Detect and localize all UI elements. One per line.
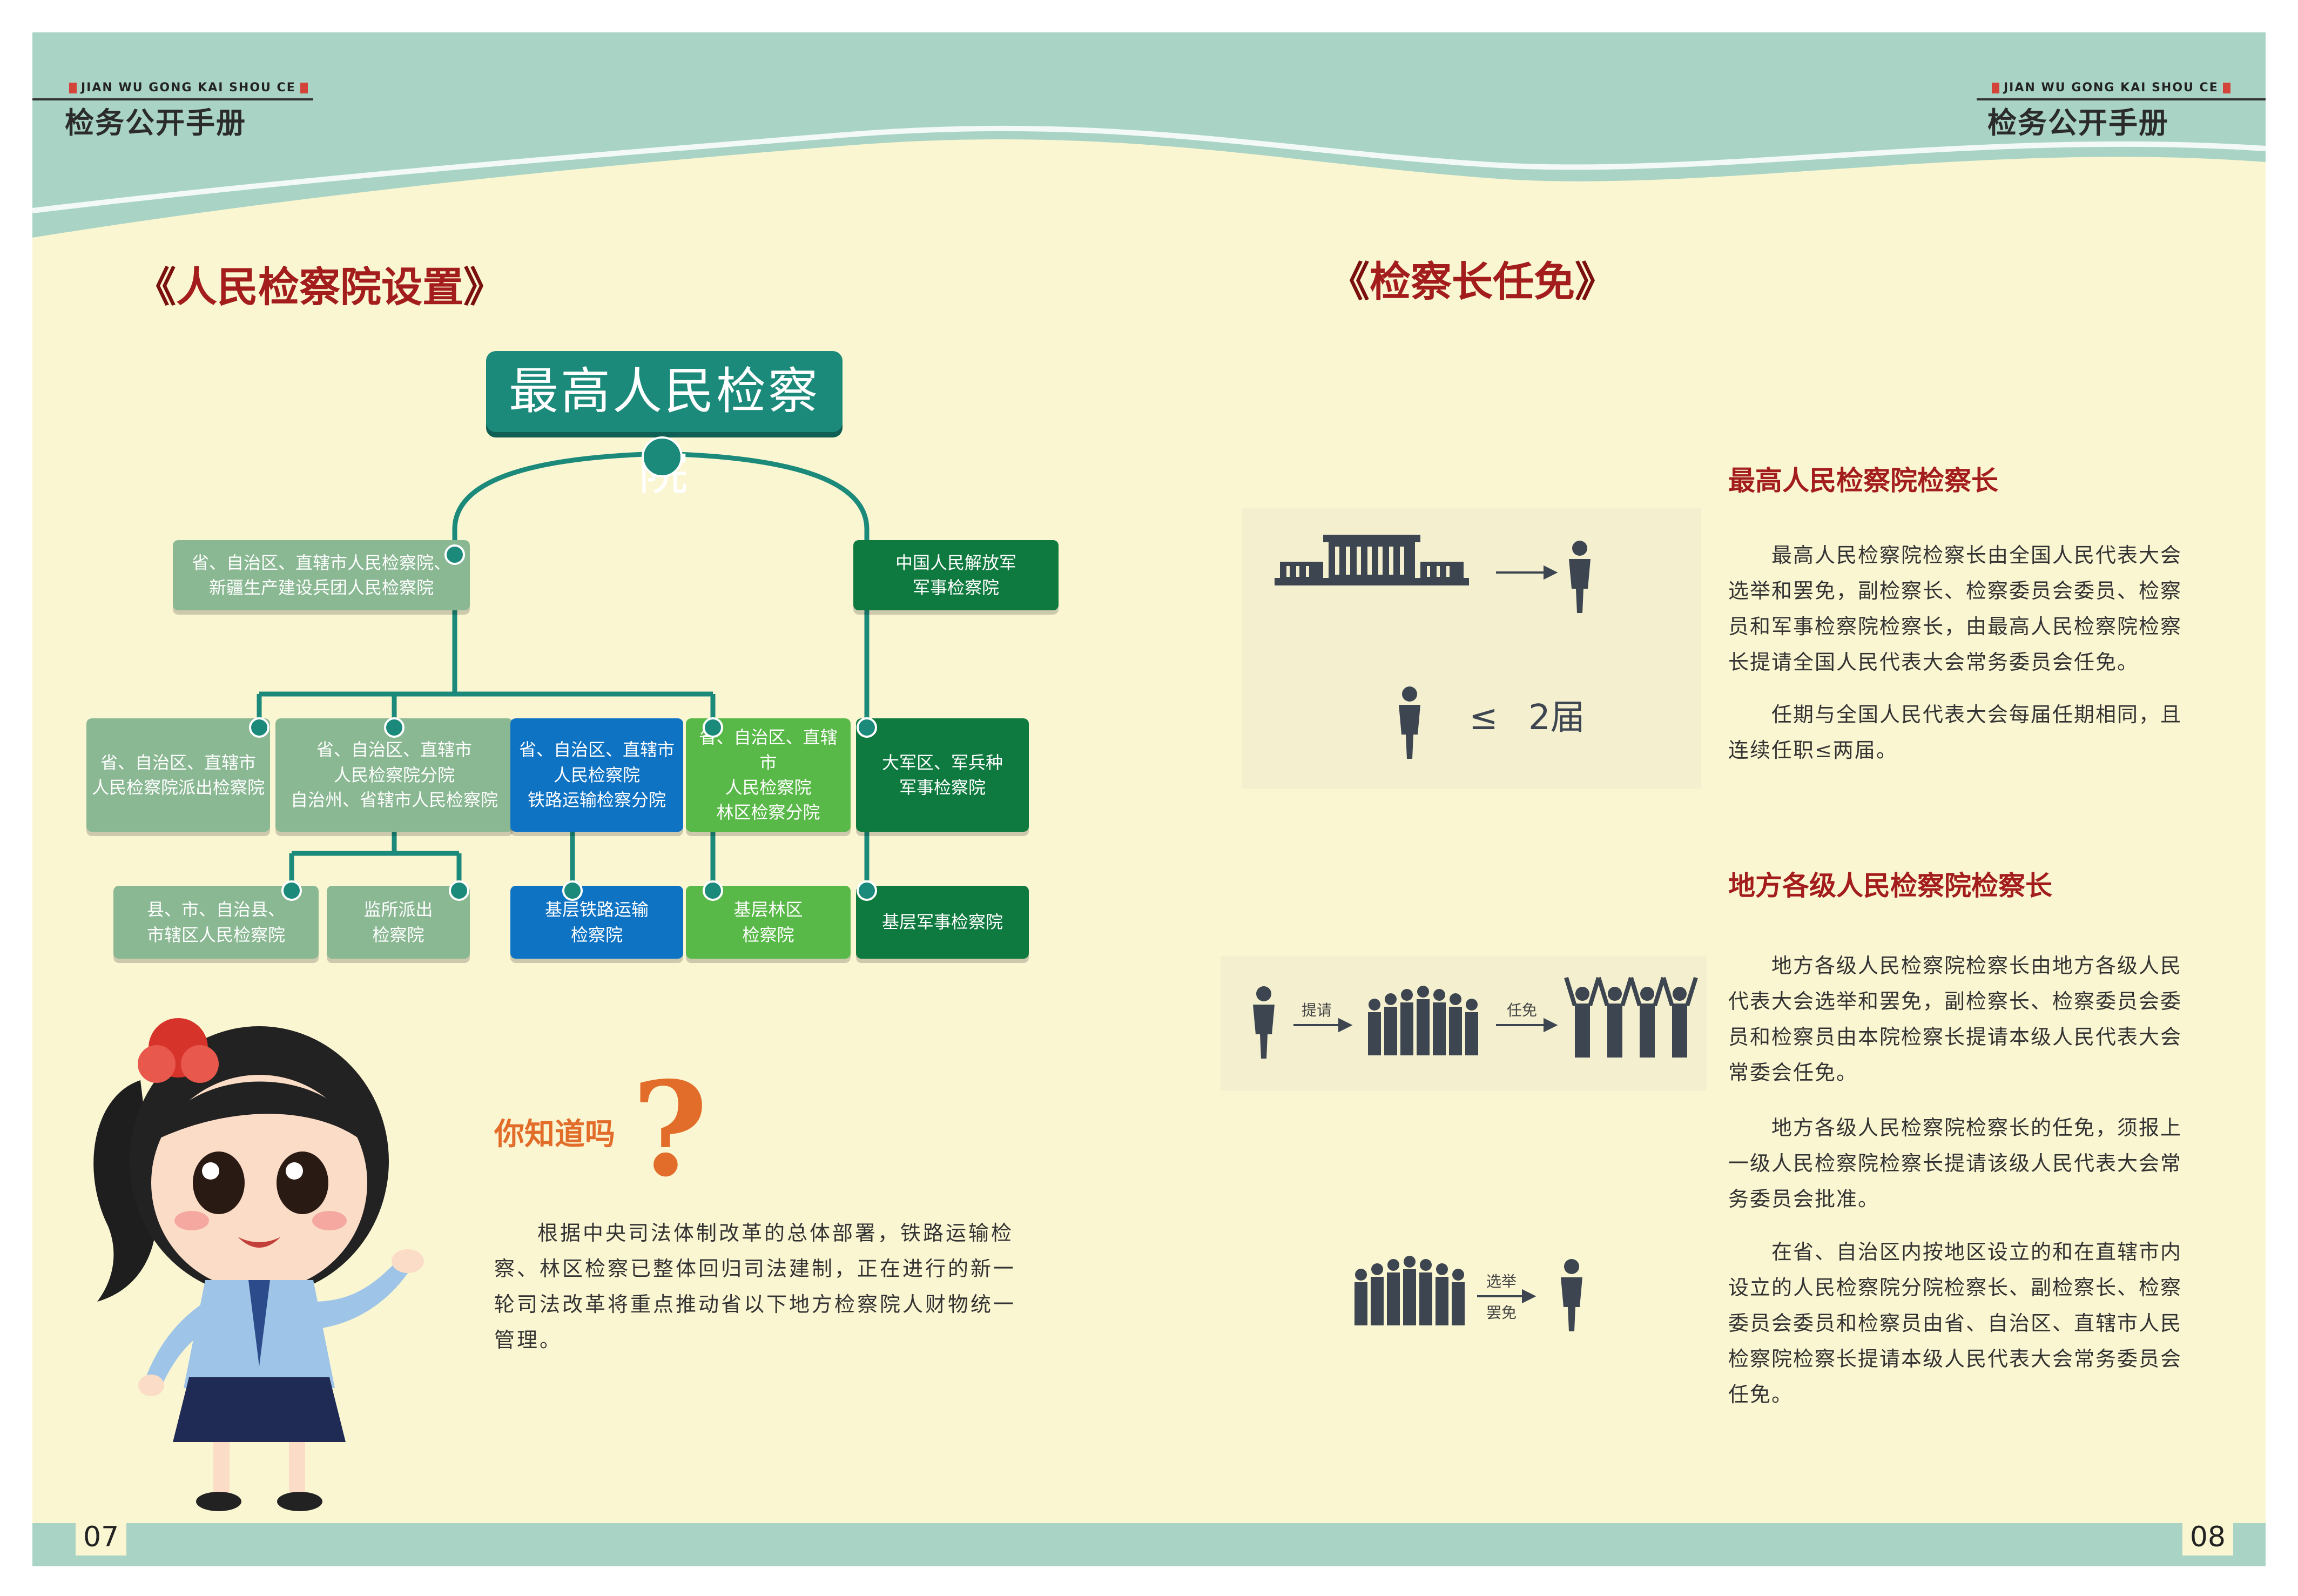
npc-building-icon: [1275, 535, 1469, 585]
page-number-left: 07: [76, 1519, 127, 1555]
org-military-region: 大军区、军兵种军事检察院: [856, 718, 1029, 832]
node-dot: [281, 880, 302, 901]
section-title-left: 《人民检察院设置》: [135, 263, 504, 311]
bracket-mark-icon: [2222, 83, 2230, 93]
heading-local: 地方各级人民检察院检察长: [1728, 870, 2052, 901]
person-icon: [1561, 1259, 1582, 1331]
local-para-1: 地方各级人民检察院检察长由地方各级人民 代表大会选举和罢免，副检察长、检察委员会…: [1728, 954, 2182, 1085]
org-provincial: 省、自治区、直辖市人民检察院、新疆生产建设兵团人民检察院: [173, 540, 470, 610]
node-dot: [857, 880, 877, 901]
page-number-right: 08: [2182, 1519, 2233, 1555]
heading-supreme: 最高人民检察院检察长: [1728, 464, 1998, 496]
org-basic-railway: 基层铁路运输检察院: [510, 886, 683, 959]
right-chevron-icon: 》: [1575, 258, 1616, 306]
right-chevron-icon: 》: [463, 263, 504, 311]
header-wave: [32, 32, 2266, 238]
node-dot: [857, 717, 877, 738]
person-icon: [1253, 986, 1275, 1059]
org-military: 中国人民解放军军事检察院: [853, 540, 1059, 610]
cheering-group-icon: [1575, 987, 1687, 1058]
node-dot: [449, 880, 469, 901]
supreme-para-2: 任期与全国人民代表大会每届任期相同，且 连续任职≤两届。: [1728, 703, 2182, 762]
diagram-supreme-appointment: ≤ 2届: [1275, 535, 1591, 759]
brand-pinyin: JIAN WU GONG KAI SHOU CE: [81, 81, 296, 95]
label-appoint: 任免: [1507, 1001, 1537, 1019]
org-basic-military: 基层军事检察院: [856, 886, 1029, 959]
brand-divider-right: [1977, 98, 2266, 100]
person-icon: [1569, 541, 1591, 613]
mascot-girl-illustration: [93, 1018, 424, 1511]
brand-title: 检务公开手册: [1987, 106, 2169, 140]
arrow-right-icon: [1496, 1018, 1558, 1033]
diagram-area-1: [1242, 508, 1701, 789]
org-dispatched: 省、自治区、直辖市人民检察院派出检察院: [86, 718, 270, 832]
term-less-equal: ≤: [1469, 698, 1498, 738]
section-title-right: 《检察长任免》: [1329, 258, 1616, 306]
org-prison: 监所派出检察院: [327, 886, 470, 959]
local-para-2: 地方各级人民检察院检察长的任免，须报上 一级人民检察院检察长提请该级人民代表大会…: [1728, 1116, 2182, 1211]
bracket-mark-icon: [69, 83, 77, 93]
label-remove: 罢免: [1486, 1304, 1517, 1322]
person-icon: [1399, 686, 1420, 759]
brand-title: 检务公开手册: [65, 106, 246, 140]
local-para-3: 在省、自治区内按地区设立的和在直辖市内 设立的人民检察院分院检察长、副检察长、检…: [1728, 1240, 2182, 1406]
node-dot: [444, 544, 465, 565]
label-nominate: 提请: [1302, 1001, 1332, 1019]
supreme-para-1: 最高人民检察院检察长由全国人民代表大会 选举和罢免，副检察长、检察委员会委员、检…: [1728, 543, 2182, 674]
node-dot: [642, 436, 683, 477]
node-dot: [384, 717, 405, 738]
left-chevron-icon: 《: [135, 263, 176, 311]
crowd-icon: [1368, 986, 1478, 1055]
node-dot: [703, 717, 723, 738]
label-elect: 选举: [1486, 1272, 1517, 1290]
org-top-supreme: 最高人民检察院: [486, 351, 843, 501]
crowd-icon: [1354, 1256, 1465, 1325]
arrow-right-icon: [1496, 565, 1558, 580]
did-you-know-title: 你知道吗: [494, 1116, 615, 1152]
org-railway-branch: 省、自治区、直辖市人民检察院铁路运输检察分院: [510, 718, 683, 832]
diagram-branch-election: 选举 罢免: [1354, 1256, 1582, 1331]
bracket-mark-icon: [300, 83, 308, 93]
node-dot: [562, 880, 583, 901]
brand-right: JIAN WU GONG KAI SHOU CE 检务公开手册: [1987, 81, 2235, 142]
org-chart-connectors: [257, 432, 870, 891]
footer-band: [32, 1523, 2266, 1566]
brand-left: JIAN WU GONG KAI SHOU CE 检务公开手册: [65, 81, 312, 142]
node-dot: [249, 717, 269, 738]
bracket-mark-icon: [1992, 83, 1999, 93]
did-you-know-text: 根据中央司法体制改革的总体部署，铁路运输检 察、林区检察已整体回归司法建制，正在…: [494, 1221, 1016, 1352]
spread: JIAN WU GONG KAI SHOU CE 检务公开手册 JIAN WU …: [32, 32, 2266, 1566]
question-mark-icon: ?: [632, 1053, 708, 1206]
brand-pinyin: JIAN WU GONG KAI SHOU CE: [2004, 81, 2219, 95]
arrow-right-icon: [1477, 1289, 1537, 1304]
term-two-sessions: 2届: [1528, 698, 1585, 738]
arrow-right-icon: [1293, 1018, 1353, 1033]
node-dot: [703, 880, 723, 901]
diagram-area-2: [1221, 956, 1707, 1091]
left-chevron-icon: 《: [1329, 258, 1370, 306]
brand-divider-left: [32, 98, 313, 100]
diagram-local-appointment: 提请 任免: [1253, 977, 1698, 1059]
